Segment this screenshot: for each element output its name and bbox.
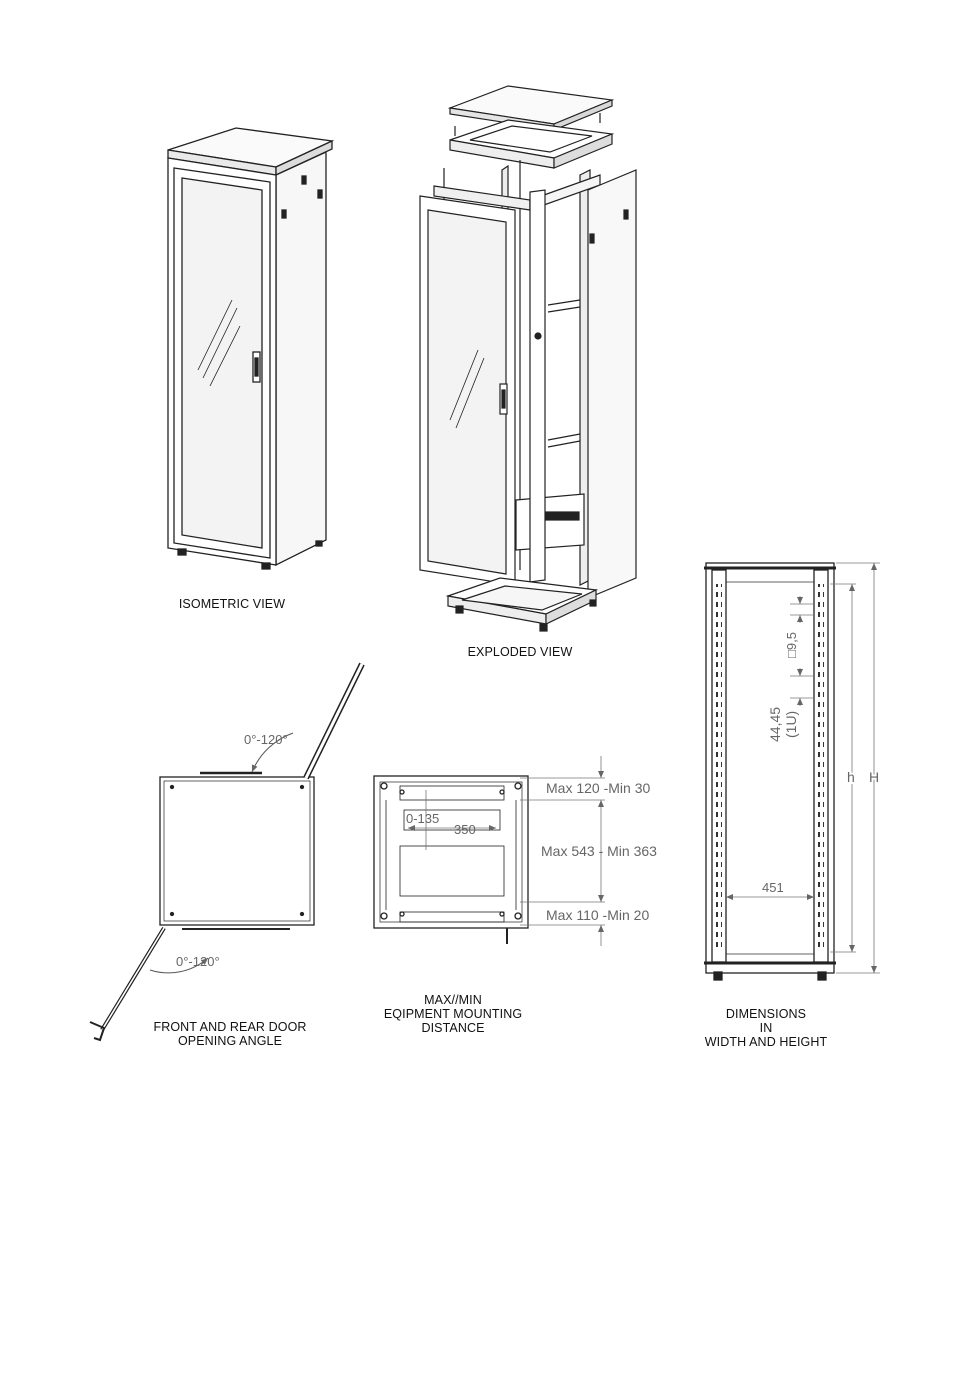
caption-line: WIDTH AND HEIGHT — [691, 1035, 841, 1049]
mounting-dim-offset: 0-135 — [406, 811, 439, 826]
caption-line: FRONT AND REAR DOOR — [150, 1020, 310, 1034]
isometric-view-drawing — [168, 128, 332, 569]
caption-line: MAX//MIN — [373, 993, 533, 1007]
door-angle-drawing — [90, 664, 362, 1040]
dim-unit-value: 44,45 — [767, 707, 783, 742]
door-angle-top-label: 0°-120° — [244, 732, 288, 747]
mounting-dim-width: 350 — [454, 822, 476, 837]
dim-outer-height-label: H — [869, 769, 879, 785]
caption-line: EXPLODED VIEW — [460, 645, 580, 659]
dim-hole-size: □9,5 — [784, 632, 799, 658]
caption-line: DISTANCE — [373, 1021, 533, 1035]
caption-line: OPENING ANGLE — [150, 1034, 310, 1048]
caption-line: EQIPMENT MOUNTING — [373, 1007, 533, 1021]
mounting-dim-top: Max 120 -Min 30 — [546, 780, 650, 796]
caption-line: IN — [691, 1021, 841, 1035]
caption-line: DIMENSIONS — [691, 1007, 841, 1021]
caption-line: ISOMETRIC VIEW — [172, 597, 292, 611]
door-angle-bottom-label: 0°-120° — [176, 954, 220, 969]
door-angle-caption: FRONT AND REAR DOOR OPENING ANGLE — [150, 1020, 310, 1048]
dim-width-451: 451 — [762, 880, 784, 895]
dim-unit-label: (1U) — [783, 711, 799, 738]
dim-inner-height-label: h — [847, 769, 855, 785]
dimensions-caption: DIMENSIONS IN WIDTH AND HEIGHT — [691, 1007, 841, 1049]
mounting-dim-middle: Max 543 - Min 363 — [541, 843, 657, 859]
mounting-distance-caption: MAX//MIN EQIPMENT MOUNTING DISTANCE — [373, 993, 533, 1035]
mounting-dim-bottom: Max 110 -Min 20 — [546, 907, 649, 923]
exploded-view-caption: EXPLODED VIEW — [460, 645, 580, 659]
isometric-view-caption: ISOMETRIC VIEW — [172, 597, 292, 611]
exploded-view-drawing — [420, 86, 636, 631]
